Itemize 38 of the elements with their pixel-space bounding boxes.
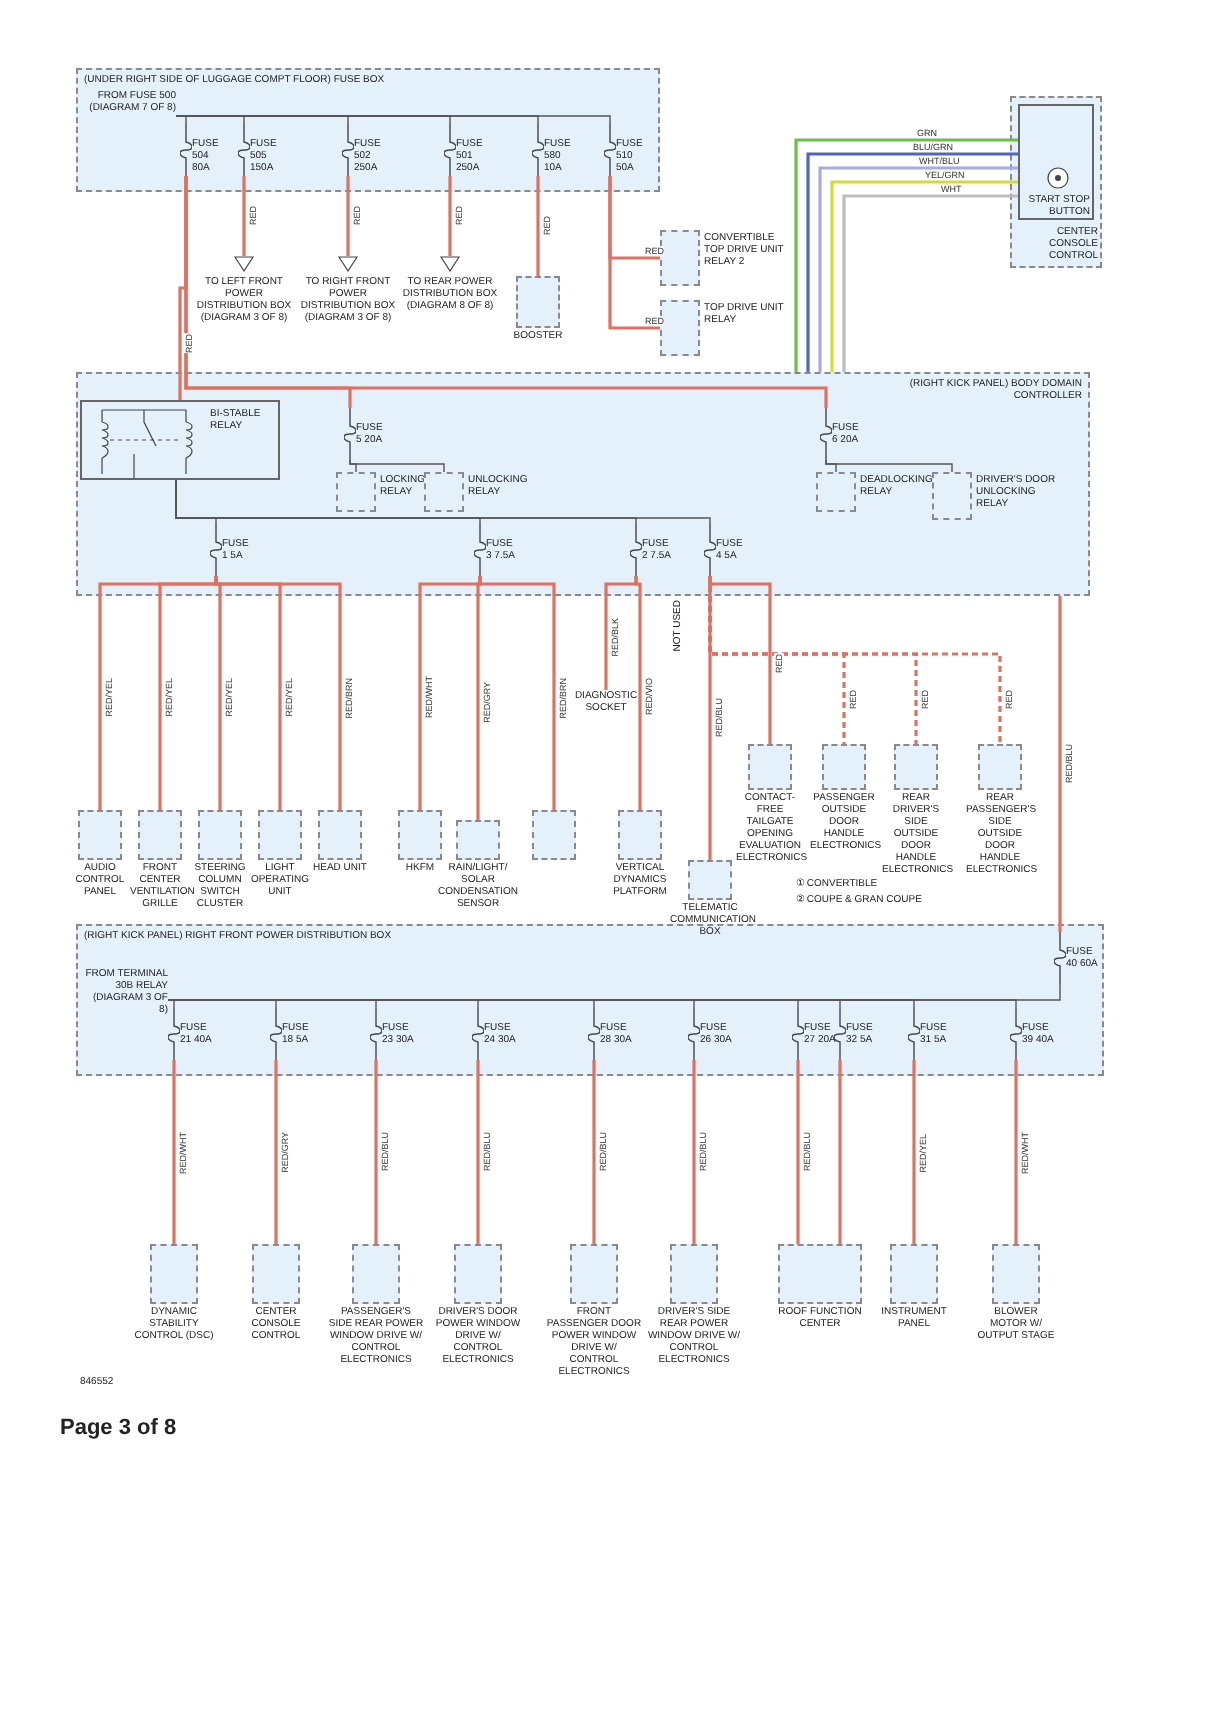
wire (172, 1060, 176, 1244)
wire (418, 576, 482, 810)
wire (349, 459, 357, 473)
fuse-box-panel (76, 372, 1090, 596)
wire (692, 1060, 696, 1244)
wire (167, 983, 1061, 1001)
wire (184, 176, 828, 408)
wire (608, 176, 660, 330)
wire (349, 459, 445, 473)
control-unit-panel (1010, 96, 1102, 268)
wire (1014, 1060, 1018, 1244)
fuse-box-panel (76, 68, 660, 192)
wire (825, 459, 953, 473)
wire (592, 1060, 596, 1244)
wire (1058, 596, 1062, 932)
wire (242, 176, 246, 256)
wire (604, 576, 638, 690)
relay-housing (80, 400, 280, 480)
wire (374, 1060, 378, 1244)
wire (634, 576, 642, 810)
wire (274, 1060, 278, 1244)
wire (346, 176, 350, 256)
wire (708, 576, 772, 744)
switch-housing (1018, 104, 1094, 220)
wire (476, 576, 482, 820)
wire (796, 1060, 800, 1244)
wire (214, 576, 342, 810)
wire (478, 576, 556, 810)
wire (167, 999, 175, 1009)
wire (448, 176, 452, 256)
fuse-box-panel (76, 924, 1104, 1076)
page-number: Page 3 of 8 (60, 1416, 177, 1440)
wire (536, 176, 540, 276)
wire (912, 1060, 916, 1244)
wire (476, 1060, 480, 1244)
wire (175, 115, 611, 125)
wire (158, 576, 218, 810)
wire (838, 1060, 842, 1244)
